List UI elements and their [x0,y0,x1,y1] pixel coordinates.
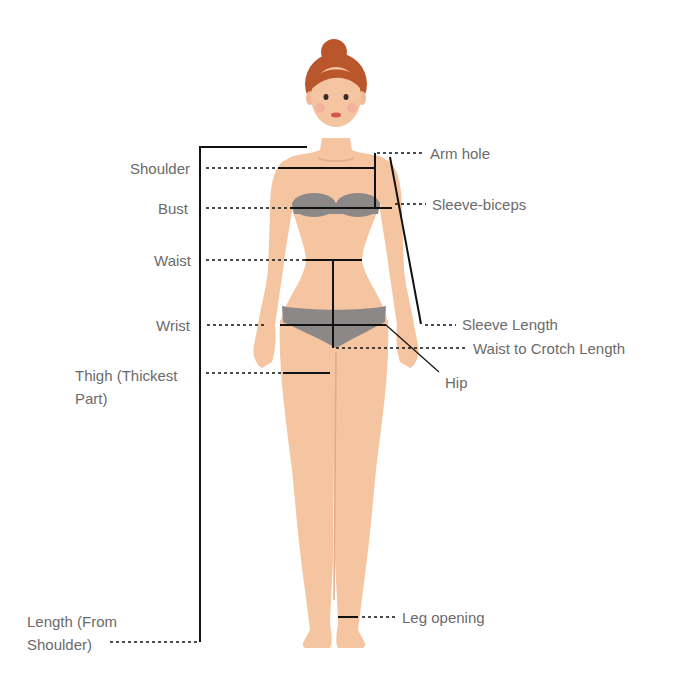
leader-line [425,324,456,326]
leader-line [377,152,423,154]
measurement-label: Leg opening [402,606,485,629]
arm-hole-line [374,153,376,208]
leader-line [207,324,265,326]
bust-line [290,207,392,209]
hip-leader [386,325,439,372]
hair-fringe [309,69,363,92]
sleeve-length-line [390,157,421,324]
left-leg [280,320,337,648]
waist-crotch-line [332,260,334,348]
leader-line [206,207,290,209]
figure [253,39,418,648]
hip-line [280,324,386,326]
shoulder-line [278,167,375,169]
measurement-label: Waist [154,249,191,272]
measurement-label: Wrist [156,314,190,337]
leader-line [110,641,198,643]
leader-line [362,616,395,618]
right-leg [334,320,388,648]
torso [280,138,390,325]
neck-shading [318,158,354,161]
measurement-label: Sleeve Length [462,313,558,336]
cheek [315,103,325,113]
leg-shading [334,352,336,600]
measurement-label: Length (From Shoulder) [27,610,142,656]
measure-lines [200,147,439,642]
leader-line [206,259,305,261]
eye [324,94,329,100]
leader-line [206,167,278,169]
lips [331,113,341,118]
leg-opening-line [338,616,358,618]
thigh-line [283,372,330,374]
measurement-label: Sleeve-biceps [432,193,526,216]
cheek [347,103,357,113]
bra-cup [336,193,380,217]
measurement-label: Arm hole [430,142,490,165]
measurement-label: Thigh (Thickest Part) [75,364,200,410]
measurement-label: Waist to Crotch Length [473,337,625,360]
measurement-label: Hip [445,371,468,394]
measurement-label: Bust [158,197,188,220]
hair-bun [321,39,347,65]
measurement-label: Shoulder [130,157,190,180]
leader-lines [110,153,466,642]
eye [344,94,349,100]
leader-line [206,372,283,374]
leader-line [336,347,466,349]
bra-cup [292,193,336,217]
leader-line [395,203,426,205]
length-line [200,147,307,642]
